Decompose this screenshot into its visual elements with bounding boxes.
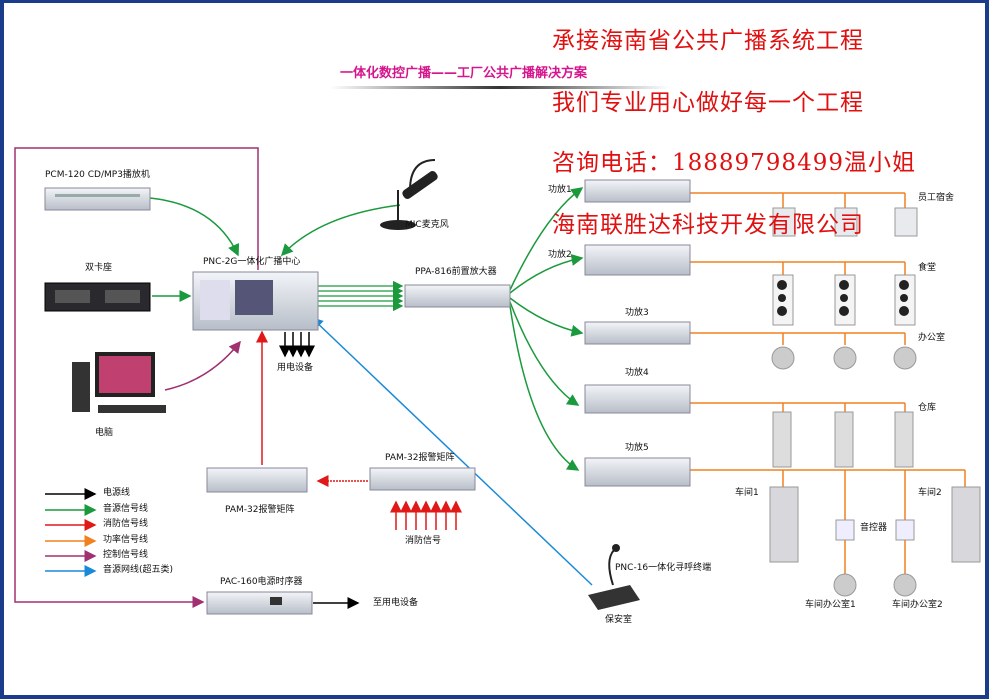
amp-4 [584, 384, 691, 414]
label-fire-signal: 消防信号 [405, 536, 442, 546]
audio-line-pcm [149, 197, 240, 257]
control-line-pac [14, 147, 259, 608]
speakers-warehouse [772, 411, 914, 468]
label-pac-out: 至用电设备 [373, 598, 419, 608]
pam-left [206, 467, 308, 493]
legend-lines [45, 488, 97, 577]
ad-line-4: 海南联胜达科技开发有限公司 [552, 212, 864, 238]
legend-power: 电源线 [103, 488, 131, 498]
diagram-title: 一体化数控广播——工厂公共广播解决方案 [340, 66, 588, 81]
pcm-player [44, 187, 151, 211]
zone-dorm: 员工宿舍 [918, 193, 955, 203]
amp-1 [584, 179, 691, 203]
power-out-arrows [279, 332, 315, 358]
cassette-deck [44, 282, 151, 312]
zone-canteen: 食堂 [918, 263, 937, 273]
audio-line-mic [280, 204, 401, 257]
label-pam-right: PAM-32报警矩阵 [385, 453, 455, 463]
label-pcm: PCM-120 CD/MP3播放机 [45, 170, 150, 180]
label-cassette: 双卡座 [85, 263, 113, 273]
zone-workshop-office2: 车间办公室2 [892, 600, 943, 610]
label-amp5: 功放5 [625, 443, 649, 453]
legend-amp-power: 功率信号线 [103, 535, 149, 545]
zone-workshop1: 车间1 [735, 488, 759, 498]
amp-3 [584, 321, 691, 345]
ad-line-3: 咨询电话：18889798499温小姐 [552, 150, 916, 176]
label-amp2: 功放2 [548, 250, 572, 260]
ppa-preamp [404, 284, 511, 308]
fire-signal-arrows [390, 500, 462, 530]
label-ppa: PPA-816前置放大器 [415, 267, 497, 277]
label-power-out: 用电设备 [277, 363, 314, 373]
label-amp4: 功放4 [625, 368, 649, 378]
network-line-pnc16 [310, 316, 593, 586]
legend-audio: 音源信号线 [103, 504, 149, 514]
zone-volume-control: 音控器 [860, 523, 888, 533]
legend-fire: 消防信号线 [103, 519, 149, 529]
pnc2g-center [192, 271, 319, 331]
title-underline [330, 86, 670, 89]
power-amp-lines [690, 192, 966, 575]
label-computer: 电脑 [95, 428, 114, 438]
legend-control: 控制信号线 [103, 550, 149, 560]
speakers-workshop [769, 486, 981, 597]
amp-5 [584, 457, 691, 487]
label-pam-left: PAM-32报警矩阵 [225, 505, 295, 515]
audio-lines-pnc-ppa [318, 280, 404, 312]
zone-office: 办公室 [918, 333, 946, 343]
label-pnc16: PNC-16一体化寻呼终端 [615, 563, 712, 573]
ad-line-1: 承接海南省公共广播系统工程 [552, 28, 864, 54]
audio-lines-ppa-amps [509, 187, 584, 471]
label-security: 保安室 [605, 615, 633, 625]
label-amp1: 功放1 [548, 185, 572, 195]
pam-right [369, 467, 476, 491]
amp-2 [584, 244, 691, 276]
pac-sequencer [206, 591, 313, 615]
ad-line-2: 我们专业用心做好每一个工程 [552, 90, 864, 116]
legend-network: 音源网线(超五类) [103, 565, 174, 575]
speakers-dorm [772, 207, 918, 237]
zone-workshop-office1: 车间办公室1 [805, 600, 856, 610]
label-pnc2g: PNC-2G一体化广播中心 [203, 257, 301, 267]
label-mic: MIC麦克风 [405, 220, 449, 230]
label-pac: PAC-160电源时序器 [220, 577, 303, 587]
pnc16-terminal [588, 544, 640, 610]
zone-warehouse: 仓库 [918, 403, 937, 413]
label-amp3: 功放3 [625, 308, 649, 318]
computer [72, 352, 166, 413]
speakers-office [771, 346, 917, 370]
control-line-computer [164, 340, 241, 391]
zone-workshop2: 车间2 [918, 488, 942, 498]
speakers-canteen [772, 274, 916, 326]
amplifiers [584, 179, 691, 487]
microphone [380, 159, 438, 230]
